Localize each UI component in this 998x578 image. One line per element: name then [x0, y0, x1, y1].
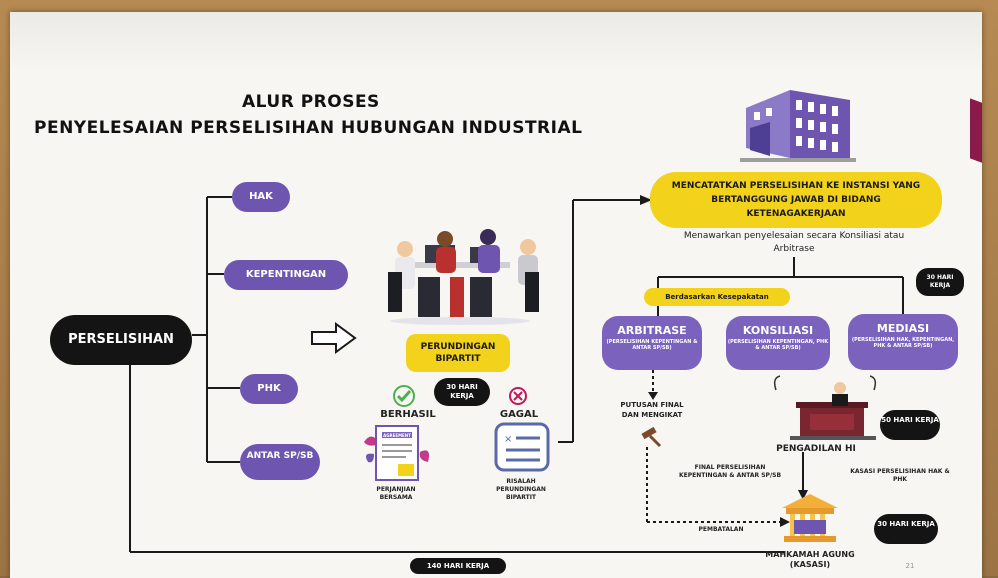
- court-days-badge: 50 HARI KERJA: [880, 410, 940, 440]
- poster: ALUR PROSES PENYELESAIAN PERSELISIHAN HU…: [10, 12, 982, 578]
- supreme-days-badge: 30 HARI KERJA: [874, 514, 938, 544]
- register-box: MENCATATKAN PERSELISIHAN KE INSTANSI YAN…: [650, 172, 942, 228]
- connector-lines: [129, 195, 904, 553]
- fail-doc-label: RISALAH PERUNDINGAN BIPARTIT: [496, 478, 546, 501]
- bipartit-days-badge: 30 HARI KERJA: [434, 378, 490, 406]
- meeting-illustration: [388, 229, 539, 325]
- cross-icon: [509, 387, 527, 405]
- supreme-court-label: MAHKAMAH AGUNG (KASASI): [765, 550, 855, 569]
- bipartit-label: PERUNDINGAN BIPARTIT: [420, 342, 496, 364]
- final-note: FINAL PERSELISIHAN KEPENTINGAN & ANTAR S…: [678, 464, 782, 479]
- supreme-court-building-icon: [782, 494, 838, 542]
- page-title-line2: PENYELESAIAN PERSELISIHAN HUBUNGAN INDUS…: [34, 118, 583, 138]
- poster-edge-decoration: [970, 98, 982, 166]
- branch-antar-sp-sb-label: ANTAR SP/SB: [246, 451, 314, 461]
- method-arbitrase: ARBITRASE (PERSELISIHAN KEPENTINGAN & AN…: [602, 316, 702, 370]
- courtroom-illustration: [773, 375, 877, 440]
- root-node-perselisihan: PERSELISIHAN: [50, 315, 192, 365]
- branch-phk: PHK: [240, 374, 298, 404]
- page-number: 21: [905, 562, 915, 570]
- arbitration-result-text: PUTUSAN FINAL DAN MENGIKAT: [620, 401, 684, 419]
- checkmark-icon: [393, 385, 415, 407]
- success-label: BERHASIL: [380, 409, 436, 420]
- svg-text:×: ×: [504, 434, 512, 445]
- branch-kepentingan: KEPENTINGAN: [224, 260, 348, 290]
- agreement-document-illustration: AGREEMENT: [364, 425, 429, 481]
- method-mediasi-sub: (PERSELISIHAN HAK, KEPENTINGAN, PHK & AN…: [851, 337, 955, 349]
- branch-hak: HAK: [232, 182, 290, 212]
- gavel-icon: [641, 426, 662, 448]
- branch-antar-sp-sb: ANTAR SP/SB: [240, 444, 320, 480]
- total-days-badge: 140 HARI KERJA: [410, 558, 506, 574]
- method-arbitrase-label: ARBITRASE: [617, 324, 687, 337]
- method-mediasi-label: MEDIASI: [876, 322, 930, 335]
- fail-label: GAGAL: [499, 409, 539, 420]
- method-konsiliasi-label: KONSILIASI: [742, 324, 814, 337]
- agreement-based-label: Berdasarkan Kesepakatan: [644, 288, 790, 306]
- minutes-document-icon: ×: [494, 422, 550, 472]
- cancellation-label: PEMBATALAN: [698, 526, 744, 533]
- success-doc-label: PERJANJIAN BERSAMA: [376, 486, 416, 501]
- method-konsiliasi-sub: (PERSELISIHAN KEPENTINGAN, PHK & ANTAR S…: [727, 339, 829, 351]
- register-label: MENCATATKAN PERSELISIHAN KE INSTANSI YAN…: [671, 181, 921, 219]
- court-label: PENGADILAN HI: [776, 444, 856, 454]
- page-title-line1: ALUR PROSES: [242, 92, 380, 112]
- method-arbitrase-sub: (PERSELISIHAN KEPENTINGAN & ANTAR SP/SB): [606, 339, 698, 351]
- method-mediasi: MEDIASI (PERSELISIHAN HAK, KEPENTINGAN, …: [848, 314, 958, 370]
- agreement-document-title: AGREEMENT: [383, 433, 411, 438]
- bipartit-box: PERUNDINGAN BIPARTIT: [406, 334, 510, 372]
- cassation-note: KASASI PERSELISIHAN HAK & PHK: [850, 468, 950, 483]
- register-days-badge: 30 HARI KERJA: [916, 268, 964, 296]
- office-building-icon: [740, 90, 856, 162]
- method-konsiliasi: KONSILIASI (PERSELISIHAN KEPENTINGAN, PH…: [726, 316, 830, 370]
- register-offer-text: Menawarkan penyelesaian secara Konsilias…: [683, 231, 905, 254]
